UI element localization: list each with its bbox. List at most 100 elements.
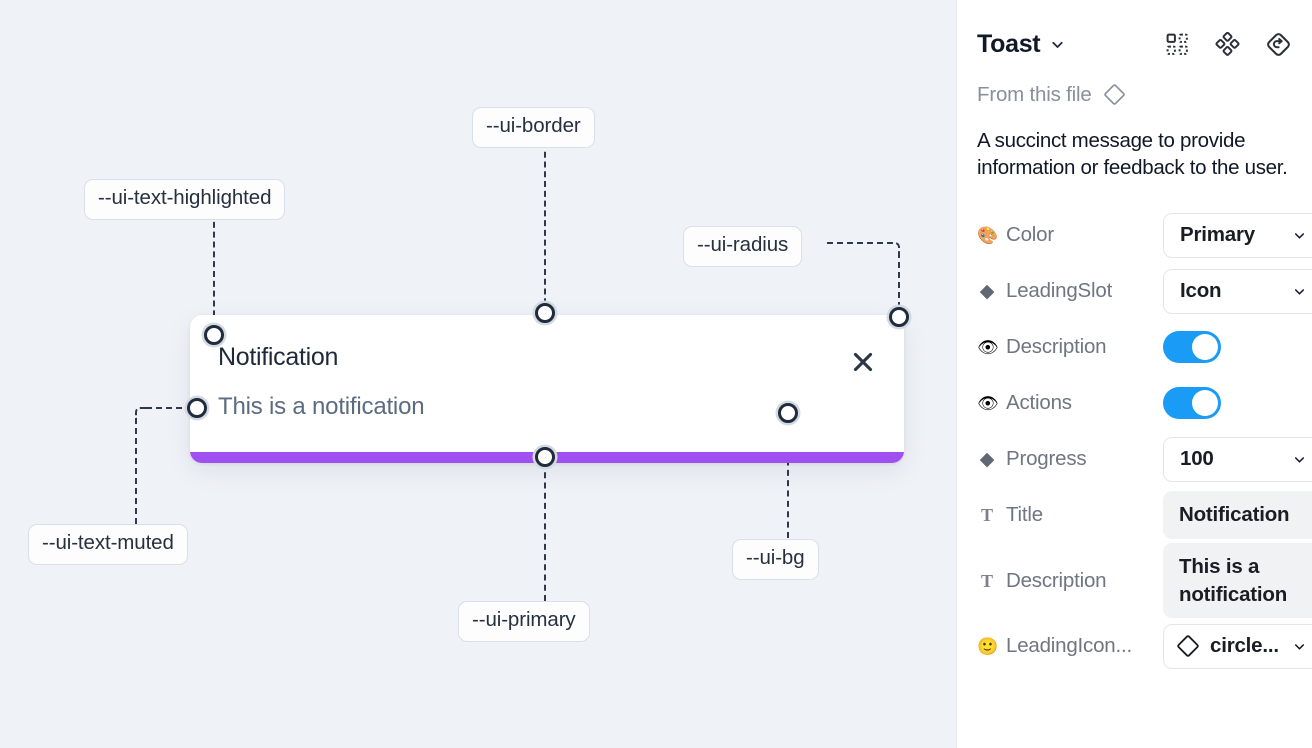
connector-ui-radius-vertical	[898, 252, 900, 318]
progress-select[interactable]: 100	[1163, 436, 1312, 482]
property-label-group-leadingslot: ◆ LeadingSlot	[977, 279, 1163, 303]
description-toggle[interactable]	[1163, 331, 1221, 364]
title-input[interactable]: Notification	[1163, 491, 1312, 539]
actions-toggle[interactable]	[1163, 387, 1221, 420]
property-control-leadingslot: Icon	[1163, 268, 1312, 314]
connector-ui-bg	[787, 418, 789, 538]
chevron-down-icon	[1286, 228, 1307, 243]
token-pill-ui-border[interactable]: --ui-border	[472, 107, 595, 148]
token-pill-ui-text-muted[interactable]: --ui-text-muted	[28, 524, 188, 565]
description-input[interactable]: This is a notification	[1163, 543, 1312, 619]
eye-emoji: 👁	[977, 393, 999, 413]
property-row-leadingicon: 🙂 LeadingIcon... circle...	[977, 618, 1312, 674]
node-handle-ui-radius[interactable]	[889, 307, 909, 327]
property-row-actions-toggle: 👁 Actions	[977, 375, 1292, 431]
node-handle-ui-text-highlighted[interactable]	[204, 325, 224, 345]
text-icon: T	[980, 505, 993, 526]
component-description: A succinct message to provide informatio…	[977, 129, 1288, 180]
node-handle-ui-bg[interactable]	[778, 403, 798, 423]
diamond-icon	[1102, 82, 1127, 107]
connector-ui-primary	[544, 462, 546, 601]
leadingslot-select[interactable]: Icon	[1163, 268, 1312, 314]
color-select-value: Primary	[1180, 223, 1255, 247]
properties-panel: Toast	[956, 0, 1312, 748]
design-canvas[interactable]: Notification This is a notification --ui…	[0, 0, 956, 748]
property-control-progress: 100	[1163, 436, 1312, 482]
toggle-knob	[1192, 390, 1218, 417]
description-input-value: This is a notification	[1179, 555, 1288, 606]
property-label-progress: Progress	[1006, 447, 1087, 471]
close-x-icon[interactable]	[850, 349, 876, 375]
chevron-down-icon	[1286, 452, 1307, 467]
from-this-file-label: From this file	[977, 82, 1092, 106]
toast-title: Notification	[218, 343, 339, 371]
title-input-value: Notification	[1179, 503, 1290, 527]
variants-icon[interactable]	[1215, 31, 1240, 57]
property-control-actions-toggle	[1163, 387, 1292, 420]
smiley-emoji: 🙂	[977, 636, 999, 656]
token-pill-ui-primary[interactable]: --ui-primary	[458, 601, 590, 642]
property-label-color: Color	[1006, 223, 1054, 247]
toast-preview-card[interactable]: Notification This is a notification	[190, 315, 904, 463]
property-label-title: Title	[1006, 503, 1043, 527]
panel-header: Toast	[977, 0, 1292, 62]
leadingicon-select-value: circle...	[1210, 634, 1279, 658]
diamond-icon: ◆	[979, 448, 995, 470]
diamond-icon: ◆	[979, 280, 995, 302]
property-label-group-description-text: T Description	[977, 569, 1163, 593]
property-label-group-title: T Title	[977, 503, 1163, 527]
token-pill-ui-radius[interactable]: --ui-radius	[683, 226, 803, 267]
panel-title: Toast	[977, 29, 1041, 58]
progress-select-value: 100	[1180, 447, 1214, 471]
property-label-group-progress: ◆ Progress	[977, 447, 1163, 471]
property-label-leadingicon: LeadingIcon...	[1006, 634, 1132, 658]
property-label-group-actions-toggle: 👁 Actions	[977, 391, 1163, 415]
chevron-down-icon[interactable]	[1049, 36, 1066, 53]
property-label-description-text: Description	[1006, 568, 1107, 592]
panel-header-icons	[1165, 31, 1292, 58]
property-row-leadingslot: ◆ LeadingSlot Icon	[977, 263, 1312, 319]
palette-emoji: 🎨	[977, 225, 999, 245]
eye-emoji: 👁	[977, 337, 999, 357]
chevron-down-icon	[1286, 639, 1307, 654]
property-control-description-toggle	[1163, 331, 1292, 364]
token-pill-ui-text-highlighted[interactable]: --ui-text-highlighted	[84, 179, 286, 220]
property-label-description-toggle: Description	[1006, 335, 1107, 359]
connector-ui-border	[544, 142, 546, 314]
connector-ui-text-muted-corner	[135, 407, 148, 420]
property-row-color: 🎨 Color Primary	[977, 207, 1312, 263]
property-label-group-description-toggle: 👁 Description	[977, 335, 1163, 359]
connector-ui-text-muted-vertical	[135, 418, 137, 524]
chevron-down-icon	[1286, 284, 1307, 299]
node-handle-ui-primary[interactable]	[535, 447, 555, 467]
from-this-file-row: From this file	[977, 82, 1292, 107]
reset-icon[interactable]	[1265, 31, 1292, 58]
property-row-progress: ◆ Progress 100	[977, 431, 1312, 487]
node-handle-ui-text-muted[interactable]	[187, 398, 207, 418]
text-icon: T	[980, 570, 993, 591]
property-label-actions-toggle: Actions	[1006, 391, 1072, 415]
property-control-title: Notification	[1163, 491, 1312, 539]
property-row-description-toggle: 👁 Description	[977, 319, 1292, 375]
property-control-leadingicon: circle...	[1163, 623, 1312, 669]
leadingicon-select[interactable]: circle...	[1163, 623, 1312, 669]
property-list: 🎨 Color Primary	[977, 207, 1312, 674]
token-pill-ui-bg[interactable]: --ui-bg	[732, 539, 819, 580]
property-control-description-text: This is a notification	[1163, 543, 1312, 619]
connector-ui-radius-corner	[887, 242, 900, 255]
connector-ui-text-muted-horizontal	[146, 407, 192, 409]
connector-ui-text-highlighted	[213, 212, 215, 336]
color-select[interactable]: Primary	[1163, 212, 1312, 258]
node-handle-ui-border[interactable]	[535, 303, 555, 323]
diamond-icon	[1175, 633, 1201, 659]
property-label-group-leadingicon: 🙂 LeadingIcon...	[977, 634, 1163, 658]
component-icon[interactable]	[1165, 32, 1190, 57]
property-row-description-text: T Description This is a notification	[977, 543, 1312, 619]
connector-ui-radius-horizontal	[827, 242, 893, 244]
property-control-color: Primary	[1163, 212, 1312, 258]
property-label-group-color: 🎨 Color	[977, 223, 1163, 247]
toggle-knob	[1192, 334, 1218, 361]
property-label-leadingslot: LeadingSlot	[1006, 279, 1113, 303]
toast-description: This is a notification	[218, 393, 425, 420]
